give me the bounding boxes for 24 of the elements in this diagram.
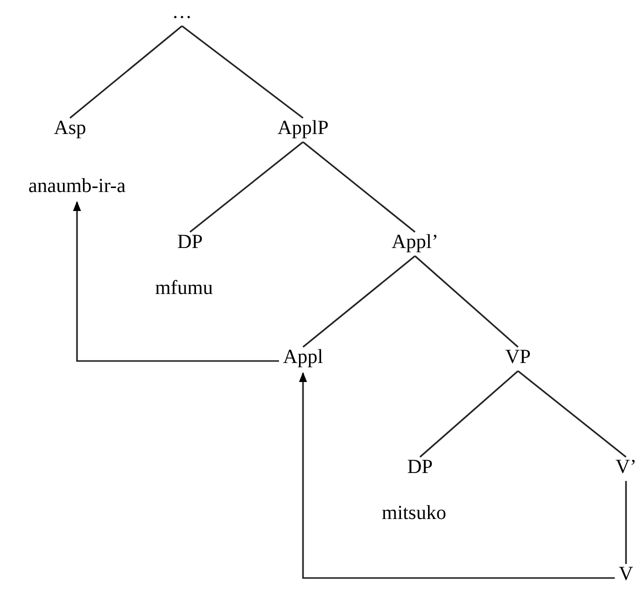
- node-label: …: [172, 0, 192, 24]
- node-label: VP: [505, 345, 531, 369]
- tree-branch: [302, 255, 416, 348]
- node-label: V: [618, 562, 634, 586]
- node-label: Asp: [54, 116, 86, 140]
- tree-branch: [70, 25, 182, 119]
- movement-arrow: [299, 372, 615, 579]
- tree-branch: [419, 370, 519, 458]
- tree-branch: [625, 481, 627, 564]
- node-label: Appl’: [392, 230, 438, 254]
- node-label: DP: [407, 455, 433, 479]
- node-label: DP: [177, 230, 203, 254]
- tree-branch: [414, 255, 519, 348]
- lexical-item: mfumu: [155, 276, 213, 300]
- node-label: ApplP: [277, 116, 329, 140]
- node-label: V’: [615, 455, 637, 479]
- movement-arrow: [73, 201, 279, 362]
- node-label: anaumb-ir-a: [28, 174, 126, 198]
- tree-branch: [182, 25, 304, 119]
- node-label: Appl: [283, 345, 323, 369]
- tree-branch: [518, 370, 626, 458]
- tree-branch: [302, 141, 416, 233]
- lexical-item: mitsuko: [382, 501, 446, 525]
- tree-branch: [190, 141, 304, 233]
